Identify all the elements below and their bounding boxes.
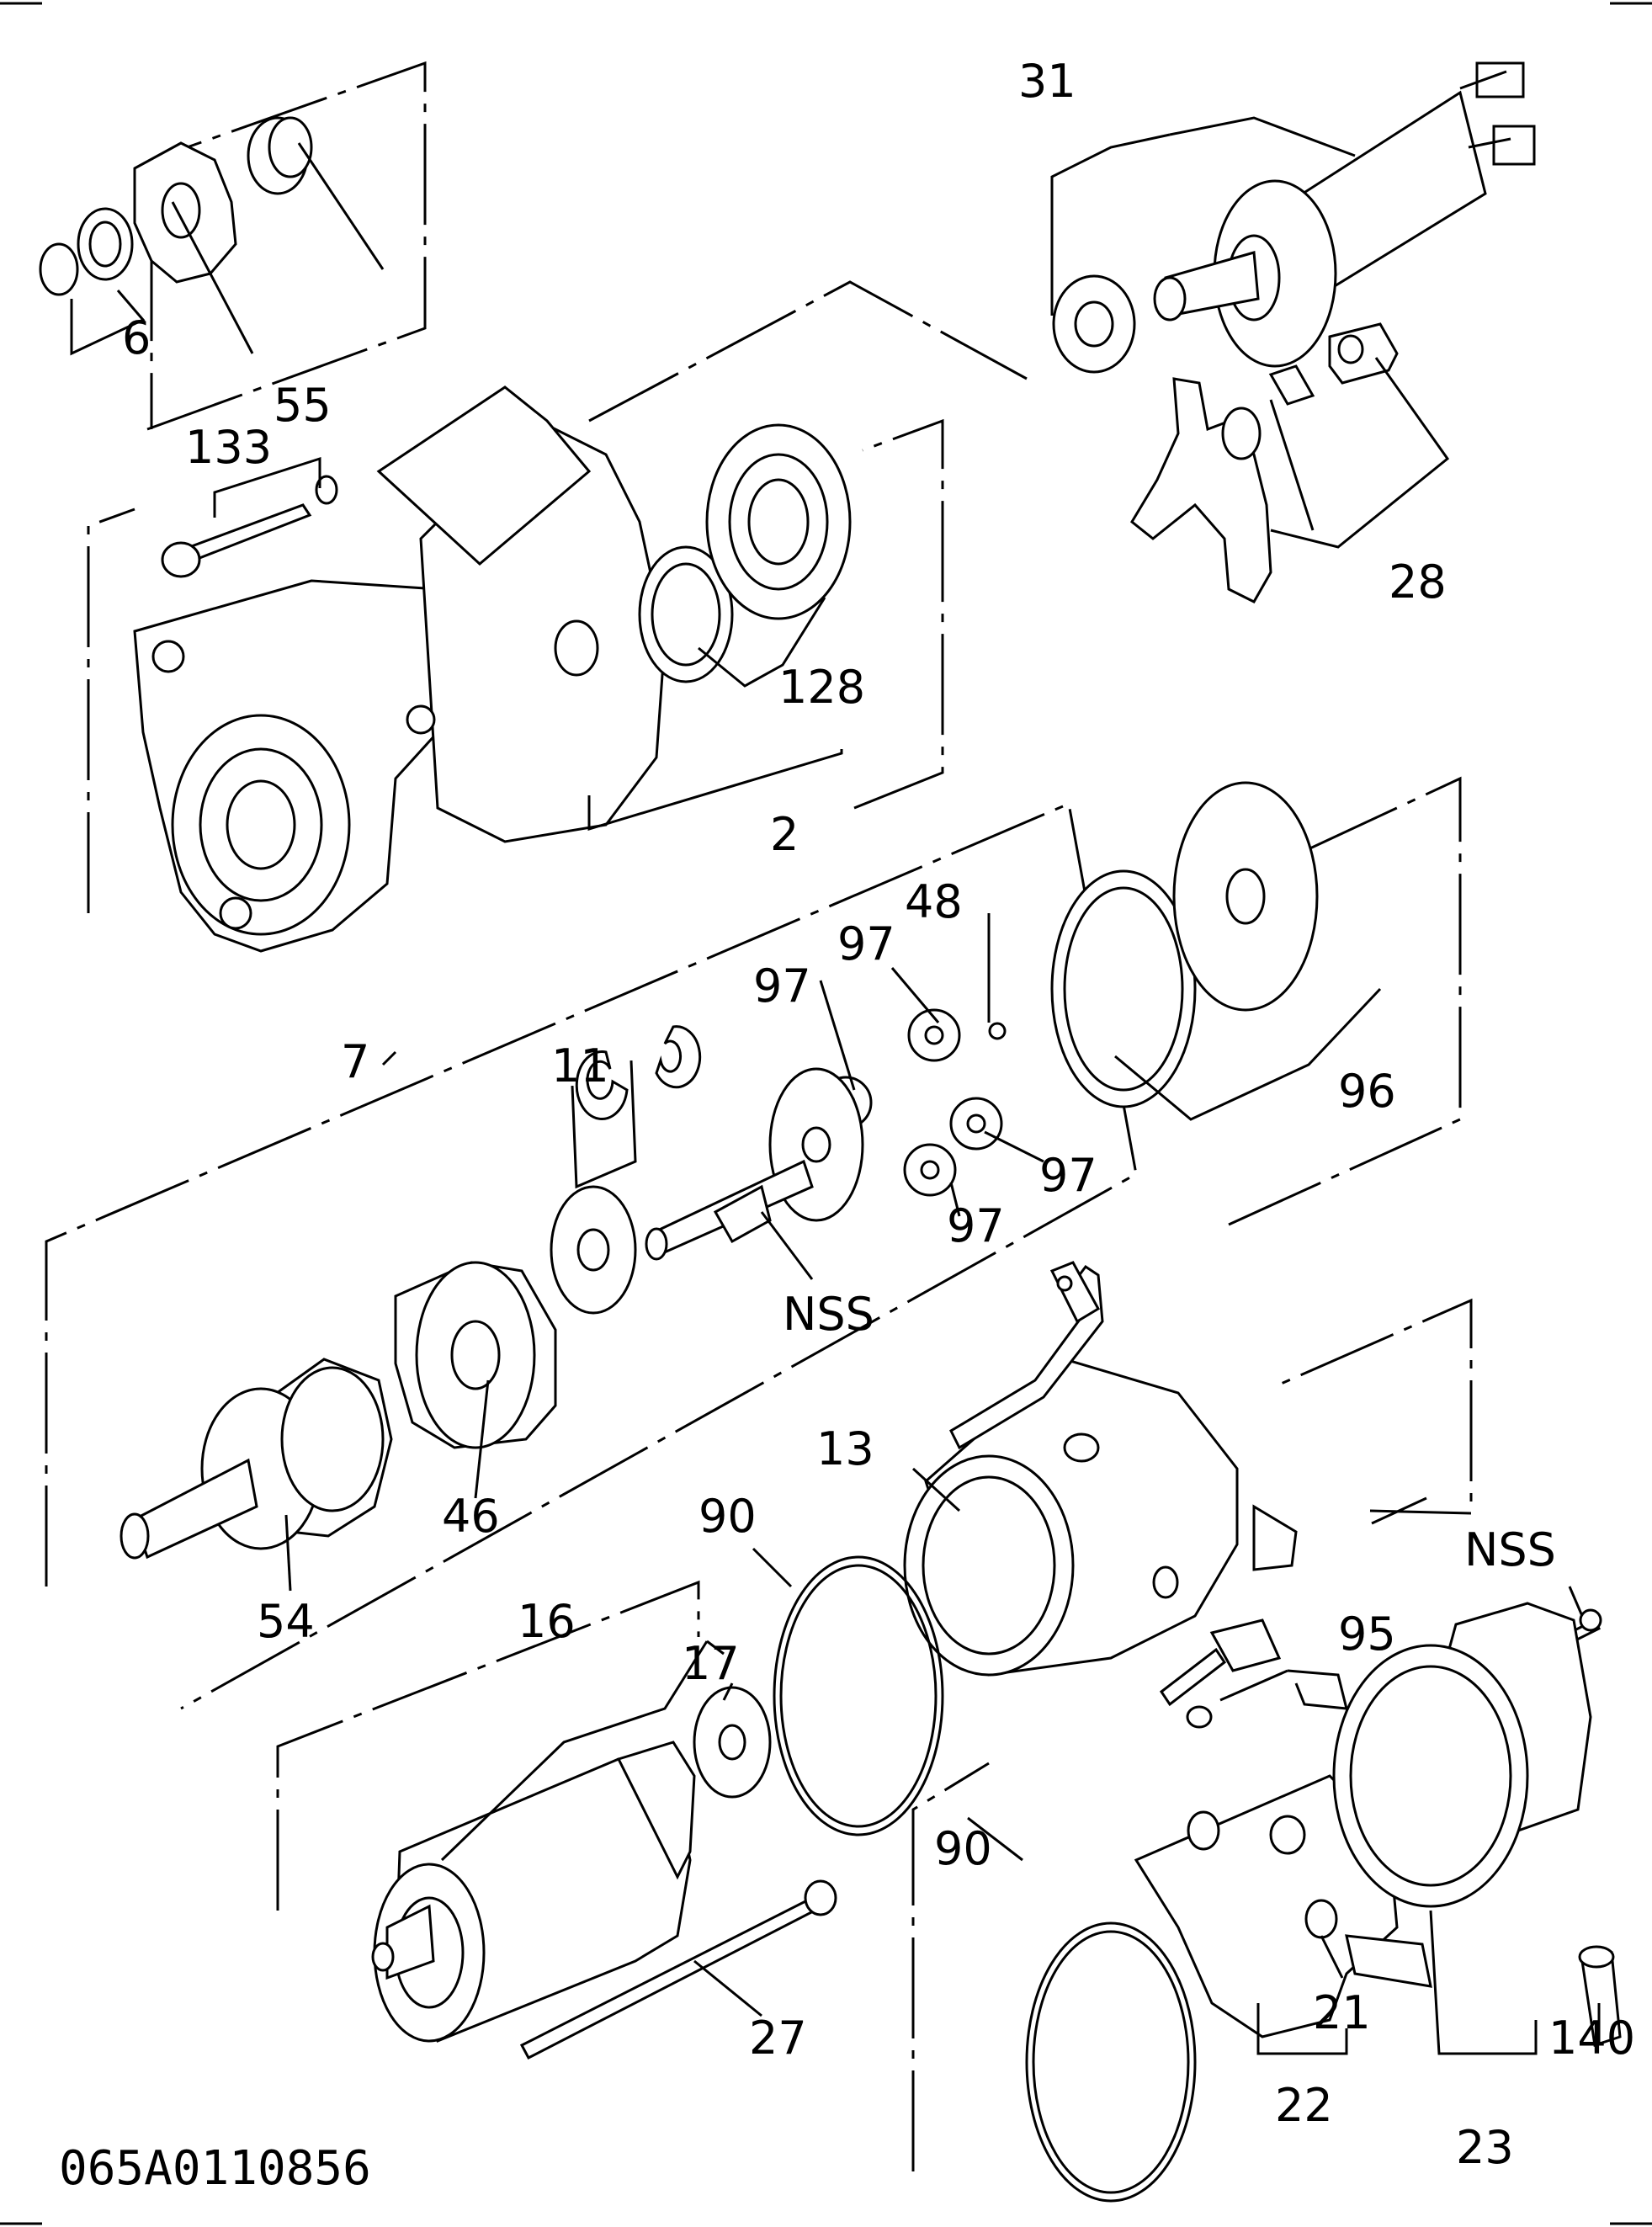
yoke-13 (903, 1261, 1298, 1677)
leader-lines (70, 116, 1601, 2055)
pinion-shaft-54 (120, 1358, 393, 1560)
callout-128: 128 (778, 661, 865, 714)
callout-27: 27 (749, 2012, 807, 2065)
callout-96: 96 (1338, 1065, 1396, 1118)
through-bolt-27 (519, 1879, 837, 2060)
assembly-frames (45, 61, 1473, 2171)
callout-48: 48 (905, 875, 963, 928)
drive-housing (133, 385, 667, 953)
callout-22: 22 (1275, 2079, 1333, 2132)
bolt-133 (161, 475, 338, 578)
diagram-code: 065A0110856 (59, 2141, 371, 2196)
callout-90-lower: 90 (934, 1822, 992, 1875)
bearing-seal-128 (638, 423, 852, 683)
shift-lever (1130, 377, 1272, 603)
callout-95: 95 (1338, 1608, 1396, 1661)
o-rings-90 (773, 1555, 1197, 2203)
callout-31: 31 (1018, 55, 1076, 108)
callout-97-top: 97 (837, 917, 895, 970)
planetary-gears (645, 1008, 1007, 1261)
plate-shield-96 (1050, 781, 1319, 1108)
solenoid-switch (1052, 61, 1536, 374)
callout-16: 16 (518, 1595, 576, 1648)
armature-16 (371, 1686, 772, 2043)
brush-parts-95 (1159, 1608, 1602, 1729)
callout-46: 46 (442, 1490, 500, 1543)
rear-cover-23 (1332, 1602, 1622, 2047)
internal-gear-46 (394, 1261, 557, 1449)
callout-55: 55 (274, 379, 332, 432)
callout-97-bottom: 97 (947, 1199, 1005, 1252)
plunger-parts (1268, 322, 1399, 406)
callout-90-upper: 90 (699, 1490, 757, 1543)
callout-nss-screw: NSS (1464, 1523, 1556, 1576)
brush-holder-22 (1134, 1774, 1432, 2038)
callout-7: 7 (341, 1035, 369, 1088)
callout-133: 133 (185, 421, 272, 474)
callout-nss-shaft: NSS (783, 1288, 874, 1341)
callout-13: 13 (816, 1422, 874, 1475)
callout-28: 28 (1389, 555, 1447, 609)
callout-11: 11 (551, 1039, 609, 1092)
callout-2: 2 (770, 808, 799, 861)
callout-23: 23 (1456, 2121, 1514, 2174)
washer-clips-11 (550, 1025, 702, 1315)
callout-97-left: 97 (753, 959, 811, 1013)
callout-54: 54 (257, 1595, 315, 1648)
callout-17: 17 (682, 1637, 740, 1690)
pinion-assembly (39, 116, 313, 296)
callout-140: 140 (1548, 2012, 1635, 2065)
callout-labels: 31 6 55 133 128 2 28 48 97 97 97 97 96 7… (122, 55, 1635, 2174)
callout-21: 21 (1313, 1986, 1371, 2039)
callout-97-right: 97 (1039, 1149, 1097, 1202)
callout-6: 6 (122, 311, 151, 364)
